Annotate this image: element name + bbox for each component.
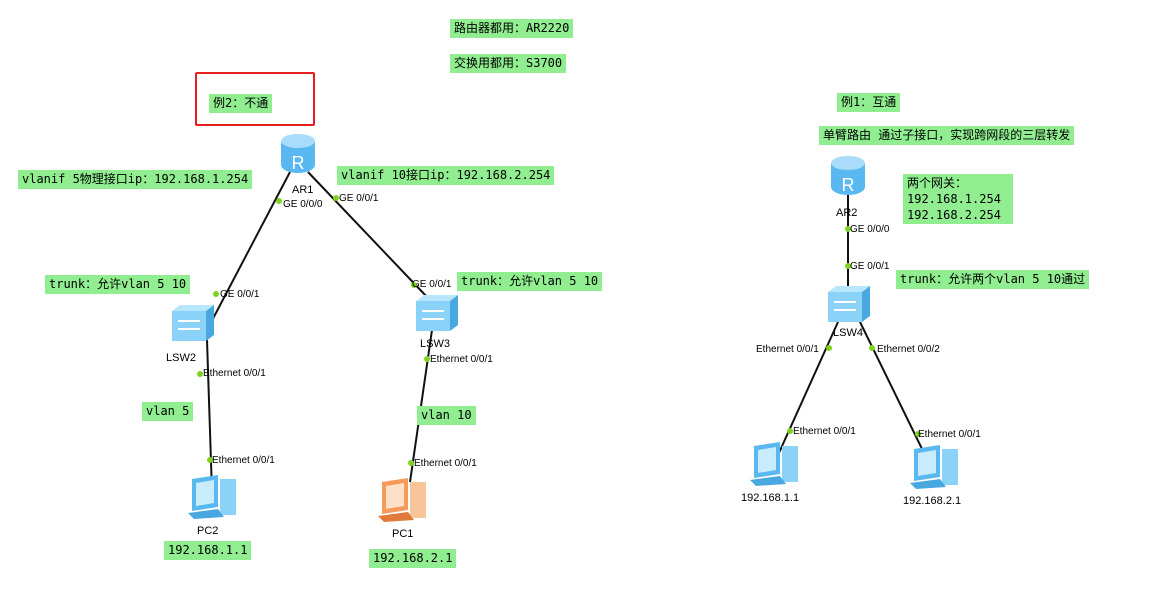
lsw4-label: LSW4	[833, 327, 863, 339]
lsw2-switch-icon[interactable]	[170, 303, 216, 343]
svg-text:R: R	[842, 175, 855, 195]
vlanif5-note: vlanif 5物理接口ip：192.168.1.254	[18, 170, 253, 189]
pc2-eth1-label: Ethernet 0/0/1	[212, 455, 275, 466]
lsw4-eth2-label: Ethernet 0/0/2	[877, 344, 940, 355]
ar2-ge0-label: GE 0/0/0	[850, 224, 890, 235]
port-dot	[845, 263, 851, 269]
port-dot	[207, 457, 213, 463]
lsw2-trunk-note: trunk：允许vlan 5 10	[45, 275, 191, 294]
ar1-ge0-label: GE 0/0/0	[283, 199, 323, 210]
pc2-computer-icon[interactable]	[188, 473, 240, 519]
vlan5-note: vlan 5	[142, 402, 194, 421]
svg-text:R: R	[292, 153, 305, 173]
port-dot	[276, 198, 282, 204]
pc-right-ip-label: 192.168.2.1	[903, 495, 962, 507]
lsw4-switch-icon[interactable]	[826, 284, 872, 324]
link-lsw4-pcr	[859, 321, 926, 456]
lsw4-ge1-label: GE 0/0/1	[850, 261, 890, 272]
lsw3-switch-icon[interactable]	[414, 293, 460, 333]
lsw4-eth1-label: Ethernet 0/0/1	[756, 344, 819, 355]
gateways-title: 两个网关：	[903, 174, 1013, 191]
pc-left-computer-icon[interactable]	[750, 440, 802, 486]
router-model-note: 路由器都用：AR2220	[450, 19, 574, 38]
port-dot	[915, 431, 921, 437]
port-dot	[411, 282, 417, 288]
lsw3-trunk-note: trunk：允许vlan 5 10	[457, 272, 603, 291]
vlan10-note: vlan 10	[417, 406, 476, 425]
ar2-router-icon[interactable]: R	[830, 155, 866, 197]
pc-right-eth1-label: Ethernet 0/0/1	[918, 429, 981, 440]
port-dot	[845, 226, 851, 232]
pc1-ip-note: 192.168.2.1	[369, 549, 457, 568]
pc-right-computer-icon[interactable]	[910, 443, 962, 489]
link-lsw2-pc2	[206, 339, 213, 493]
pc2-ip-note: 192.168.1.1	[164, 541, 252, 560]
port-dot	[197, 371, 203, 377]
pc1-computer-icon[interactable]	[378, 476, 430, 522]
port-dot	[424, 356, 430, 362]
port-dot	[408, 460, 414, 466]
gateway-1: 192.168.1.254	[903, 191, 1013, 207]
port-dot	[213, 291, 219, 297]
port-dot	[826, 345, 832, 351]
lsw2-label: LSW2	[166, 352, 196, 364]
ar1-label: AR1	[292, 184, 314, 196]
lsw3-eth1-label: Ethernet 0/0/1	[430, 354, 493, 365]
lsw2-ge1-label: GE 0/0/1	[220, 289, 260, 300]
example2-note: 例2：不通	[209, 94, 273, 113]
example1-desc-note: 单臂路由 通过子接口，实现跨网段的三层转发	[819, 126, 1075, 145]
gateway-2: 192.168.2.254	[903, 207, 1013, 224]
link-ar1-lsw2	[206, 171, 291, 331]
pc-left-ip-label: 192.168.1.1	[741, 492, 800, 504]
lsw3-ge1-label: GE 0/0/1	[412, 279, 452, 290]
highlight-box	[195, 72, 315, 126]
ar2-label: AR2	[836, 207, 858, 219]
lsw2-eth1-label: Ethernet 0/0/1	[203, 368, 266, 379]
port-dot	[333, 195, 339, 201]
port-dot	[869, 345, 875, 351]
pc1-label: PC1	[392, 528, 414, 540]
pc2-label: PC2	[197, 525, 219, 537]
vlanif10-note: vlanif 10接口ip：192.168.2.254	[337, 166, 555, 185]
ar1-ge1-label: GE 0/0/1	[339, 193, 379, 204]
port-dot	[787, 428, 793, 434]
switch-model-note: 交换用都用：S3700	[450, 54, 567, 73]
pc1-eth1-label: Ethernet 0/0/1	[414, 458, 477, 469]
ar1-router-icon[interactable]: R	[280, 133, 316, 175]
lsw4-trunk-note: trunk：允许两个vlan 5 10通过	[896, 270, 1090, 289]
lsw3-label: LSW3	[420, 338, 450, 350]
example1-note: 例1：互通	[837, 93, 901, 112]
pc-left-eth1-label: Ethernet 0/0/1	[793, 426, 856, 437]
link-ar1-lsw3	[307, 171, 429, 299]
